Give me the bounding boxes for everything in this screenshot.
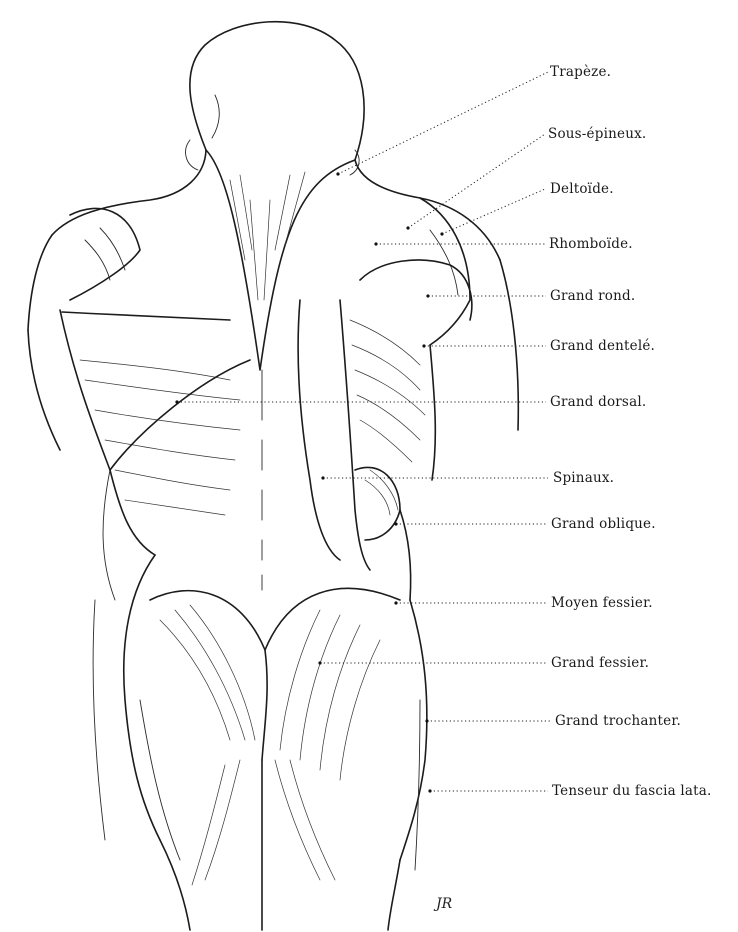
label-deltoide: Deltoïde.: [550, 181, 614, 197]
artist-signature: JR: [433, 896, 453, 912]
label-spinaux: Spinaux.: [553, 470, 614, 486]
label-grand-trochanter: Grand trochanter.: [555, 713, 681, 729]
labels: Trapèze. Sous-épineux. Deltoïde. Rhomboï…: [548, 64, 712, 799]
label-trapeze: Trapèze.: [550, 64, 611, 80]
leader-lines: [175, 72, 550, 793]
label-tenseur-fascia-lata: Tenseur du fascia lata.: [552, 783, 712, 799]
trapezius-outline: [206, 150, 355, 370]
label-grand-dentele: Grand dentelé.: [550, 338, 655, 354]
right-arm-outline: [500, 260, 518, 430]
head-outline: [190, 22, 364, 160]
back-muscles-drawing: [28, 22, 518, 930]
label-moyen-fessier: Moyen fessier.: [551, 595, 653, 611]
left-arm-outline: [28, 235, 52, 330]
label-sous-epineux: Sous-épineux.: [548, 126, 646, 142]
label-grand-rond: Grand rond.: [550, 288, 635, 304]
label-grand-oblique: Grand oblique.: [551, 516, 656, 532]
label-grand-dorsal: Grand dorsal.: [550, 394, 646, 410]
label-rhomboide: Rhomboïde.: [549, 236, 633, 252]
label-grand-fessier: Grand fessier.: [551, 655, 649, 671]
